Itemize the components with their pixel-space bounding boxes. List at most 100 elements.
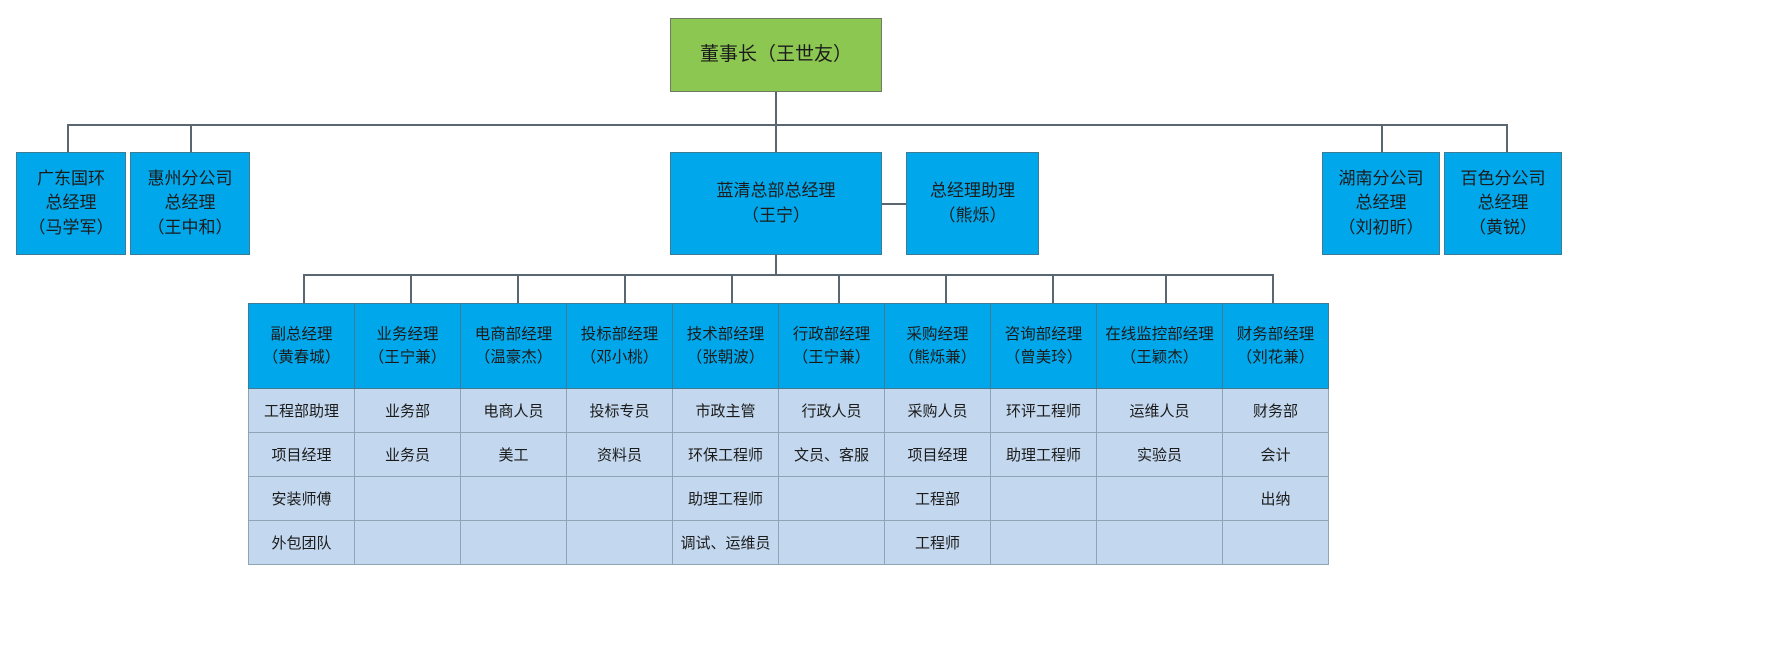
connector-drop-dept-4 (624, 274, 626, 303)
dept-role: 技术部经理 (686, 324, 765, 343)
matrix-cell[interactable]: 助理工程师 (672, 476, 779, 521)
connector-drop-dept-2 (410, 274, 412, 303)
connector-drop-hq (775, 124, 777, 152)
matrix-cell-empty[interactable] (778, 476, 885, 521)
dept-person: （邓小桃） (580, 348, 659, 366)
matrix-cell[interactable]: 环保工程师 (672, 432, 779, 477)
matrix-cell-empty[interactable] (1096, 520, 1223, 565)
matrix-cell[interactable]: 业务员 (354, 432, 461, 477)
matrix-cell[interactable]: 采购人员 (884, 388, 991, 433)
connector-drop-dept-8 (1052, 274, 1054, 303)
dept-role: 财务部经理 (1236, 324, 1315, 343)
matrix-header-cell[interactable]: 电商部经理 （温豪杰） (460, 303, 567, 389)
matrix-cell[interactable]: 市政主管 (672, 388, 779, 433)
matrix-header-cell[interactable]: 业务经理 （王宁兼） (354, 303, 461, 389)
matrix-cell[interactable]: 安装师傅 (248, 476, 355, 521)
branch-guangdong-line2: 总经理 (45, 193, 97, 214)
branch-huizhou-line3: （王中和） (147, 217, 233, 238)
node-branch-huizhou[interactable]: 惠州分公司 总经理 （王中和） (130, 152, 250, 255)
matrix-header-cell[interactable]: 财务部经理 （刘花兼） (1222, 303, 1329, 389)
matrix-cell-empty[interactable] (460, 520, 567, 565)
node-hq-general-manager[interactable]: 蓝清总部总经理 （王宁） (670, 152, 882, 255)
dept-person: （黄春城） (262, 348, 341, 366)
node-branch-guangdong[interactable]: 广东国环 总经理 （马学军） (16, 152, 126, 255)
matrix-cell[interactable]: 会计 (1222, 432, 1329, 477)
connector-drop-dept-3 (517, 274, 519, 303)
connector-drop-dept-9 (1165, 274, 1167, 303)
connector-drop-dept-5 (731, 274, 733, 303)
matrix-header-cell[interactable]: 咨询部经理 （曾美玲） (990, 303, 1097, 389)
matrix-header-cell[interactable]: 投标部经理 （邓小桃） (566, 303, 673, 389)
matrix-cell[interactable]: 外包团队 (248, 520, 355, 565)
matrix-header-cell[interactable]: 行政部经理 （王宁兼） (778, 303, 885, 389)
matrix-cell[interactable]: 行政人员 (778, 388, 885, 433)
matrix-cell-empty[interactable] (990, 520, 1097, 565)
branch-guangdong-line1: 广东国环 (37, 168, 105, 189)
dept-role: 行政部经理 (792, 324, 871, 343)
matrix-cell-empty[interactable] (1222, 520, 1329, 565)
connector-drop-dept-10 (1272, 274, 1274, 303)
dept-person: （王宁兼） (792, 348, 871, 366)
dept-role: 在线监控部经理 (1105, 324, 1214, 343)
node-gm-assistant[interactable]: 总经理助理 （熊烁） (906, 152, 1039, 255)
dept-person: （张朝波） (686, 348, 765, 366)
matrix-header-cell[interactable]: 副总经理 （黄春城） (248, 303, 355, 389)
dept-person: （温豪杰） (474, 348, 553, 366)
matrix-cell[interactable]: 出纳 (1222, 476, 1329, 521)
branch-hunan-line2: 总经理 (1355, 193, 1407, 214)
matrix-cell-empty[interactable] (354, 520, 461, 565)
node-branch-baise[interactable]: 百色分公司 总经理 （黄锐） (1444, 152, 1562, 255)
matrix-cell[interactable]: 美工 (460, 432, 567, 477)
matrix-cell[interactable]: 环评工程师 (990, 388, 1097, 433)
dept-person: （刘花兼） (1236, 348, 1315, 366)
branch-guangdong-line3: （马学军） (28, 217, 114, 238)
connector-drop-hz (190, 124, 192, 152)
matrix-row: 项目经理 业务员 美工 资料员 环保工程师 文员、客服 项目经理 助理工程师 实… (248, 432, 1329, 477)
matrix-header-cell[interactable]: 技术部经理 （张朝波） (672, 303, 779, 389)
dept-role: 业务经理 (376, 324, 439, 343)
matrix-cell[interactable]: 项目经理 (248, 432, 355, 477)
dept-person: （王颖杰） (1120, 348, 1199, 366)
node-branch-hunan[interactable]: 湖南分公司 总经理 （刘初昕） (1322, 152, 1440, 255)
branch-baise-line3: （黄锐） (1469, 217, 1537, 238)
matrix-cell[interactable]: 文员、客服 (778, 432, 885, 477)
dept-role: 投标部经理 (580, 324, 659, 343)
matrix-cell-empty[interactable] (354, 476, 461, 521)
matrix-cell[interactable]: 运维人员 (1096, 388, 1223, 433)
matrix-cell[interactable]: 助理工程师 (990, 432, 1097, 477)
matrix-cell-empty[interactable] (460, 476, 567, 521)
matrix-cell[interactable]: 投标专员 (566, 388, 673, 433)
connector-department-bus (303, 274, 1273, 276)
matrix-cell[interactable]: 业务部 (354, 388, 461, 433)
matrix-cell-empty[interactable] (566, 520, 673, 565)
matrix-cell-empty[interactable] (990, 476, 1097, 521)
dept-person: （熊烁兼） (898, 348, 977, 366)
matrix-cell[interactable]: 实验员 (1096, 432, 1223, 477)
matrix-header-cell[interactable]: 采购经理 （熊烁兼） (884, 303, 991, 389)
connector-drop-dept-6 (838, 274, 840, 303)
matrix-cell[interactable]: 财务部 (1222, 388, 1329, 433)
matrix-cell[interactable]: 工程师 (884, 520, 991, 565)
matrix-cell[interactable]: 电商人员 (460, 388, 567, 433)
matrix-cell[interactable]: 工程部 (884, 476, 991, 521)
branch-baise-line1: 百色分公司 (1460, 168, 1546, 189)
matrix-cell[interactable]: 项目经理 (884, 432, 991, 477)
dept-person: （王宁兼） (368, 348, 447, 366)
dept-role: 采购经理 (906, 324, 969, 343)
connector-top-bus (67, 124, 1508, 126)
node-chairman[interactable]: 董事长（王世友） (670, 18, 882, 92)
department-matrix: 副总经理 （黄春城） 业务经理 （王宁兼） 电商部经理 （温豪杰） 投标部经理 … (248, 303, 1329, 565)
matrix-header-cell[interactable]: 在线监控部经理 （王颖杰） (1096, 303, 1223, 389)
connector-chairman-down (775, 92, 777, 125)
matrix-cell[interactable]: 资料员 (566, 432, 673, 477)
matrix-cell[interactable]: 工程部助理 (248, 388, 355, 433)
branch-baise-line2: 总经理 (1477, 193, 1529, 214)
connector-drop-dept-1 (303, 274, 305, 303)
matrix-cell-empty[interactable] (778, 520, 885, 565)
matrix-cell-empty[interactable] (1096, 476, 1223, 521)
matrix-cell[interactable]: 调试、运维员 (672, 520, 779, 565)
matrix-cell-empty[interactable] (566, 476, 673, 521)
chairman-label: 董事长（王世友） (699, 43, 852, 66)
dept-role: 咨询部经理 (1004, 324, 1083, 343)
